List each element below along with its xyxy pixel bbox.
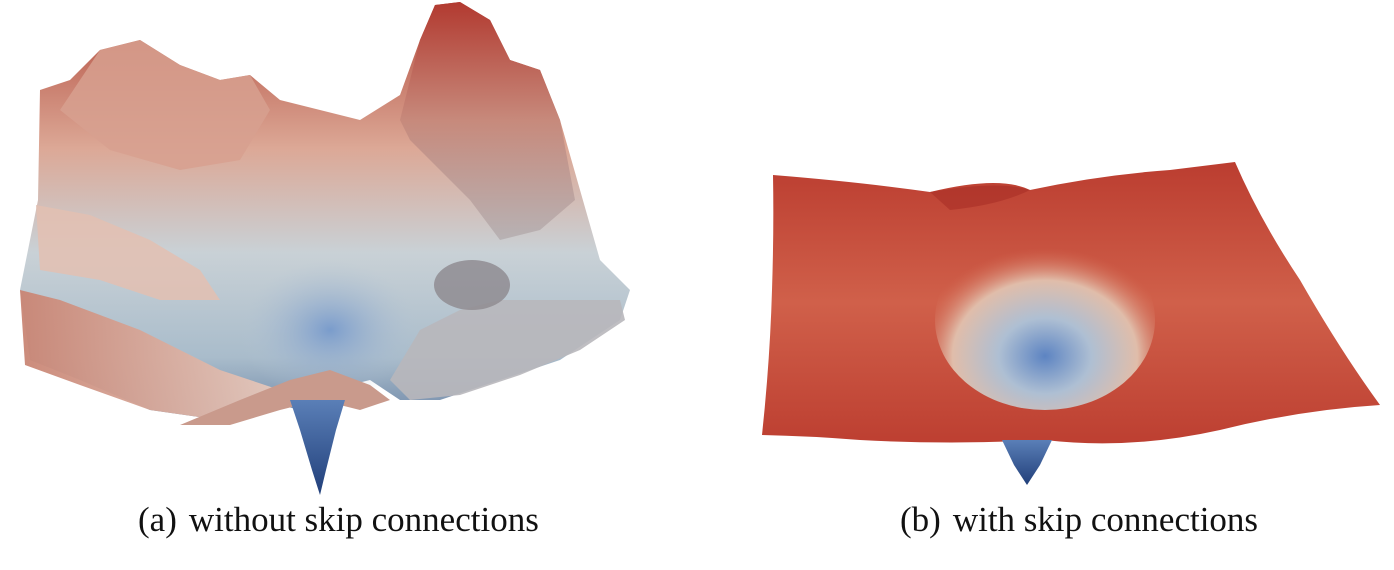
basin-glow (240, 260, 420, 400)
left-ridge (20, 290, 280, 420)
front-rim (180, 370, 390, 425)
caption-a: (a) without skip connections (138, 502, 539, 537)
sharp-peak (400, 2, 575, 240)
rough-terrain (390, 300, 625, 400)
basin (935, 230, 1155, 410)
global-minimum-well (290, 400, 345, 495)
left-slab (36, 205, 220, 300)
loss-surface-with-skip (762, 162, 1380, 485)
back-hill (60, 40, 270, 170)
global-minimum-well (1002, 440, 1052, 485)
subfigure-label-a: (a) (138, 500, 177, 539)
mesh-bump (434, 260, 510, 310)
panel-b: (b) with skip connections (700, 0, 1394, 570)
surface-fold (930, 185, 1030, 210)
caption-b: (b) with skip connections (900, 502, 1258, 537)
caption-text-b: with skip connections (952, 500, 1259, 539)
panel-a: (a) without skip connections (0, 0, 680, 570)
subfigure-label-b: (b) (900, 500, 941, 539)
caption-text-a: without skip connections (188, 500, 539, 539)
loss-surface-without-skip (20, 2, 630, 495)
